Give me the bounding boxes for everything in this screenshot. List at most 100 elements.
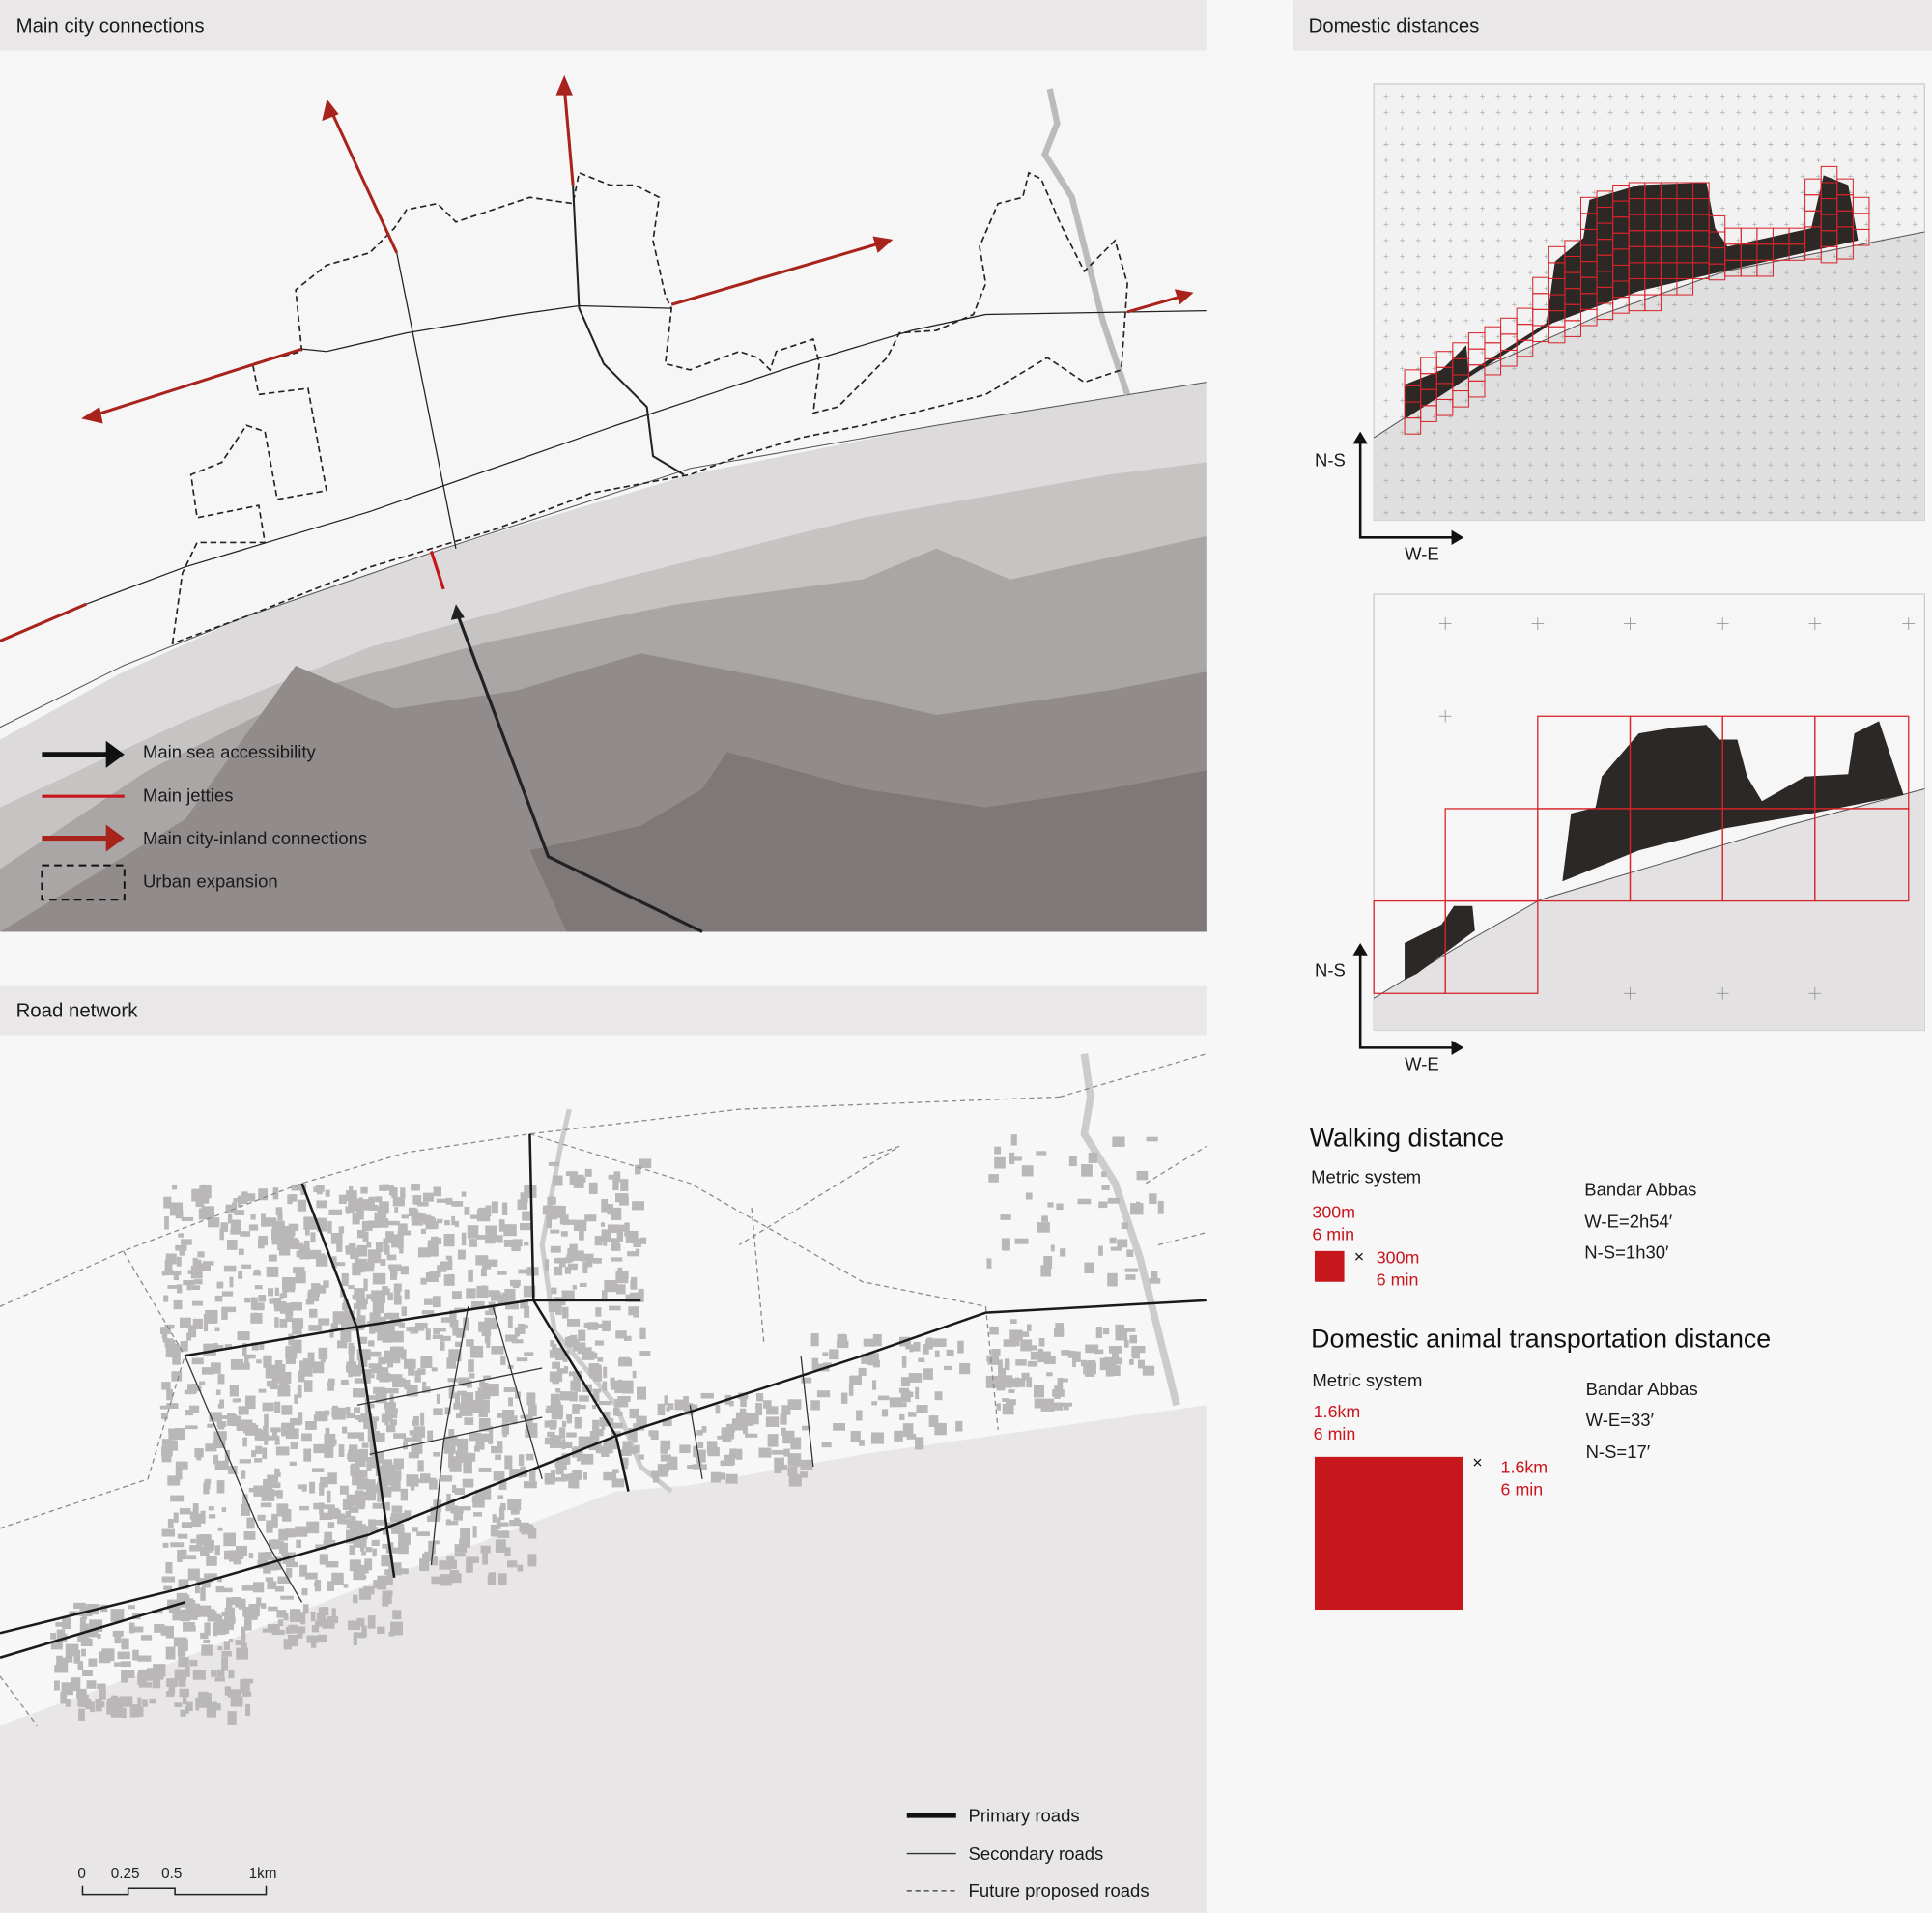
building <box>1129 1334 1138 1344</box>
building <box>424 1551 434 1562</box>
grid-cross <box>1415 141 1421 147</box>
building <box>522 1211 531 1221</box>
building <box>485 1225 497 1235</box>
building <box>574 1381 582 1392</box>
building <box>132 1649 139 1661</box>
building <box>294 1394 298 1404</box>
building <box>445 1255 452 1260</box>
building <box>1036 1151 1047 1156</box>
building <box>377 1626 385 1635</box>
building <box>387 1332 392 1338</box>
building <box>344 1310 355 1324</box>
grid-cross <box>1848 318 1854 324</box>
building <box>787 1399 802 1411</box>
building <box>614 1193 629 1203</box>
building <box>397 1543 409 1555</box>
grid-cross <box>1656 350 1662 356</box>
building <box>311 1625 320 1633</box>
grid-cross <box>1576 141 1581 147</box>
building <box>270 1384 278 1390</box>
building <box>829 1349 839 1360</box>
road-map[interactable] <box>0 1035 1208 1913</box>
building <box>353 1632 357 1646</box>
building <box>327 1441 332 1453</box>
grid-cross <box>1447 286 1453 292</box>
grid-cross <box>1447 462 1453 468</box>
building <box>203 1541 208 1551</box>
grid-cross <box>1896 301 1902 307</box>
building <box>327 1472 337 1485</box>
grid-cross <box>1816 430 1822 436</box>
grid-cross <box>1832 366 1837 372</box>
building <box>273 1301 287 1312</box>
grid-cross <box>1688 445 1693 452</box>
building <box>268 1254 277 1262</box>
grid-cross <box>1719 318 1725 324</box>
building <box>165 1691 175 1697</box>
grid-cross <box>1463 510 1469 516</box>
building <box>994 1156 1006 1169</box>
building <box>372 1432 385 1442</box>
svg-text:0.25: 0.25 <box>111 1866 140 1882</box>
building <box>128 1605 135 1610</box>
building <box>244 1395 256 1410</box>
building <box>790 1437 802 1450</box>
grid-cross <box>1559 366 1565 372</box>
coarse-grid-map[interactable] <box>1373 593 1925 1032</box>
building <box>572 1174 584 1185</box>
grid-cross <box>1463 333 1469 339</box>
building <box>516 1357 528 1362</box>
building <box>1107 1272 1118 1287</box>
grid-cross <box>1512 157 1518 163</box>
building <box>65 1699 71 1707</box>
building <box>121 1638 129 1650</box>
grid-cell <box>1500 349 1518 367</box>
grid-cross <box>1527 221 1533 227</box>
fine-grid-map[interactable] <box>1373 83 1925 522</box>
grid-cross <box>1591 157 1598 163</box>
building <box>850 1430 861 1442</box>
dashed-box-icon <box>41 864 126 901</box>
building <box>657 1403 666 1415</box>
building <box>195 1578 205 1585</box>
building <box>318 1634 327 1642</box>
building <box>78 1708 85 1721</box>
grid-cross <box>1432 157 1437 163</box>
building <box>176 1592 188 1603</box>
building <box>186 1384 197 1392</box>
building <box>640 1237 647 1244</box>
building <box>390 1621 403 1636</box>
grid-cross <box>1591 414 1598 419</box>
building <box>190 1266 203 1279</box>
building <box>479 1381 486 1387</box>
grid-cross <box>1863 174 1869 180</box>
building <box>594 1235 603 1246</box>
building <box>319 1502 324 1515</box>
building <box>701 1464 707 1470</box>
urban-expansion-boundary <box>171 171 1128 645</box>
building <box>378 1356 386 1365</box>
connections-map[interactable] <box>0 50 1207 933</box>
building <box>627 1251 639 1257</box>
grid-cross <box>1447 478 1453 484</box>
building <box>735 1412 749 1426</box>
building <box>384 1244 390 1255</box>
building <box>376 1374 386 1380</box>
building <box>433 1408 443 1415</box>
building <box>303 1448 312 1462</box>
building <box>186 1283 192 1291</box>
grid-cross <box>1624 350 1630 356</box>
building <box>184 1389 196 1395</box>
building <box>416 1213 427 1220</box>
building <box>286 1561 298 1568</box>
grid-cross <box>1704 478 1710 484</box>
building <box>577 1349 590 1355</box>
building <box>86 1680 97 1689</box>
building <box>394 1207 399 1213</box>
building <box>384 1313 398 1320</box>
building <box>451 1215 456 1226</box>
building <box>521 1524 533 1535</box>
grid-cross <box>1383 398 1389 404</box>
building <box>242 1193 256 1202</box>
walking-title: Walking distance <box>1310 1123 1504 1152</box>
